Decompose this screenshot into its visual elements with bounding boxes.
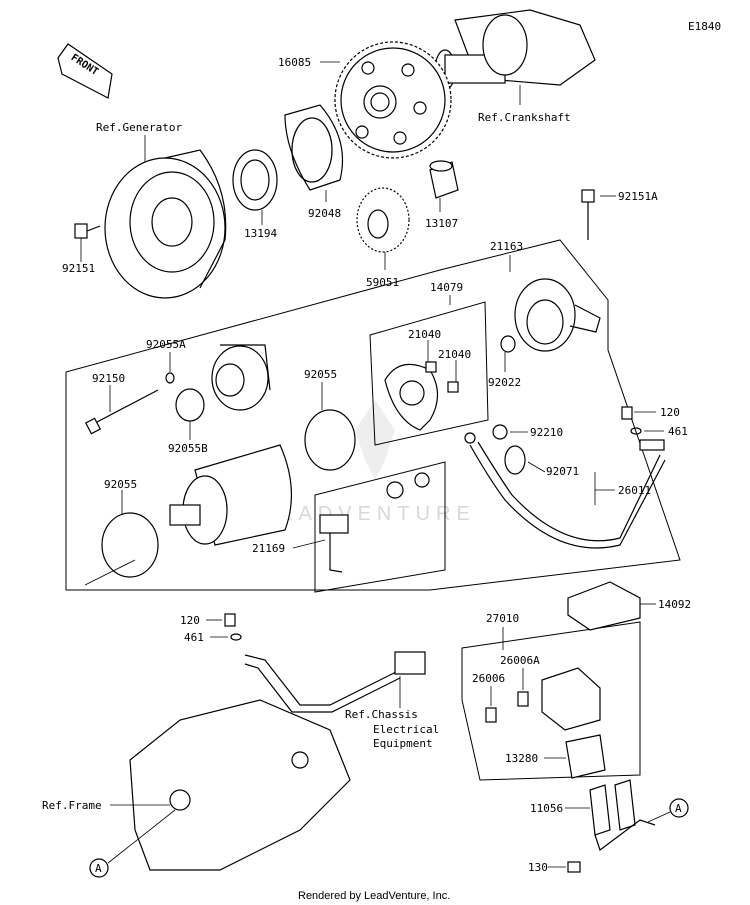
part-59051: 59051 [366,276,399,289]
brush-plate-box [369,301,489,446]
relay-box [461,621,641,781]
part-21040-b: 21040 [438,348,471,361]
part-120-a: 120 [660,406,680,419]
relay-cover-part [567,581,641,631]
part-130: 130 [528,861,548,874]
ref-crankshaft: Ref.Crankshaft [478,111,571,124]
footer-credit: Rendered by LeadVenture, Inc. [298,890,450,902]
part-92151A: 92151A [618,190,658,203]
part-120-b: 120 [180,614,200,627]
part-26006A: 26006A [500,654,540,667]
part-21163: 21163 [490,240,523,253]
starter-cable-part [464,432,666,549]
part-11056: 11056 [530,802,563,815]
part-27010: 27010 [486,612,519,625]
starter-front-cover-part [211,344,271,411]
oring-92055-upper-part [304,409,356,471]
part-13280: 13280 [505,752,538,765]
oring-92055B-part [175,388,205,422]
part-92055-a: 92055 [304,368,337,381]
watermark-text: LEADVENTURE [262,503,476,525]
crankshaft-part [434,9,596,91]
part-21040-a: 21040 [408,328,441,341]
bolt-92151A-part [581,189,595,240]
starter-assembly-outline [65,239,681,591]
long-bolt-92150-part [84,389,159,435]
bolt-130-part [567,861,581,873]
part-13194: 13194 [244,227,277,240]
one-way-clutch-part [232,149,278,211]
screw-120-upper-part [621,406,633,420]
part-92071: 92071 [546,465,579,478]
part-92055A: 92055A [146,338,186,351]
callout-a-right [669,798,689,818]
generator-rotor-part [104,149,227,299]
part-92022: 92022 [488,376,521,389]
part-13107: 13107 [425,217,458,230]
part-26011: 26011 [618,484,651,497]
part-461-b: 461 [184,631,204,644]
idle-gear-part [356,187,410,253]
part-92055-b: 92055 [104,478,137,491]
part-461-a: 461 [668,425,688,438]
front-arrow-icon: FRONT [57,43,113,99]
starter-end-cover-part [514,278,601,352]
callout-a-left-letter: A [95,862,102,875]
shaft-13107-part [429,160,459,199]
part-92048: 92048 [308,207,341,220]
part-26006: 26006 [472,672,505,685]
brush-plate-part [384,363,439,431]
part-92150: 92150 [92,372,125,385]
callout-a-right-letter: A [675,802,682,815]
part-14092: 14092 [658,598,691,611]
fuse-26006A-part [517,691,529,707]
oring-92055-lower-part [101,512,159,578]
callout-a-left [89,858,109,878]
part-92055B: 92055B [168,442,208,455]
relay-boot-part [565,734,606,779]
bracket-11056-part [589,779,656,851]
fuse-26006-part [485,707,497,723]
starter-relay-part [541,667,601,731]
washer-461-lower-part [230,633,242,641]
frame-part [129,699,351,871]
ref-chassis-line3: Equipment [373,737,433,750]
diagram-code: E1840 [688,20,721,33]
oring-92022-part [500,335,516,353]
part-92210: 92210 [530,426,563,439]
ref-chassis-line1: Ref.Chassis [345,708,418,721]
ref-generator: Ref.Generator [96,121,182,134]
part-92151: 92151 [62,262,95,275]
clutch-housing-part [284,104,344,191]
washer-461-upper-part [630,427,642,435]
bolt-92151-part [74,223,101,239]
starter-motor-part [169,444,292,546]
part-14079: 14079 [430,281,463,294]
screw-120-lower-part [224,613,236,627]
oring-92055A-part [165,372,175,384]
brush-holder-part [319,472,430,573]
part-16085: 16085 [278,56,311,69]
battery-cable-part [244,651,426,713]
brush-holder-box [314,461,446,593]
starter-clutch-gear-part [334,41,452,159]
ref-frame: Ref.Frame [42,799,102,812]
ref-chassis-line2: Electrical [373,723,439,736]
brush-21040-part [425,361,459,393]
nut-92210-part [492,424,508,440]
part-21169: 21169 [252,542,285,555]
